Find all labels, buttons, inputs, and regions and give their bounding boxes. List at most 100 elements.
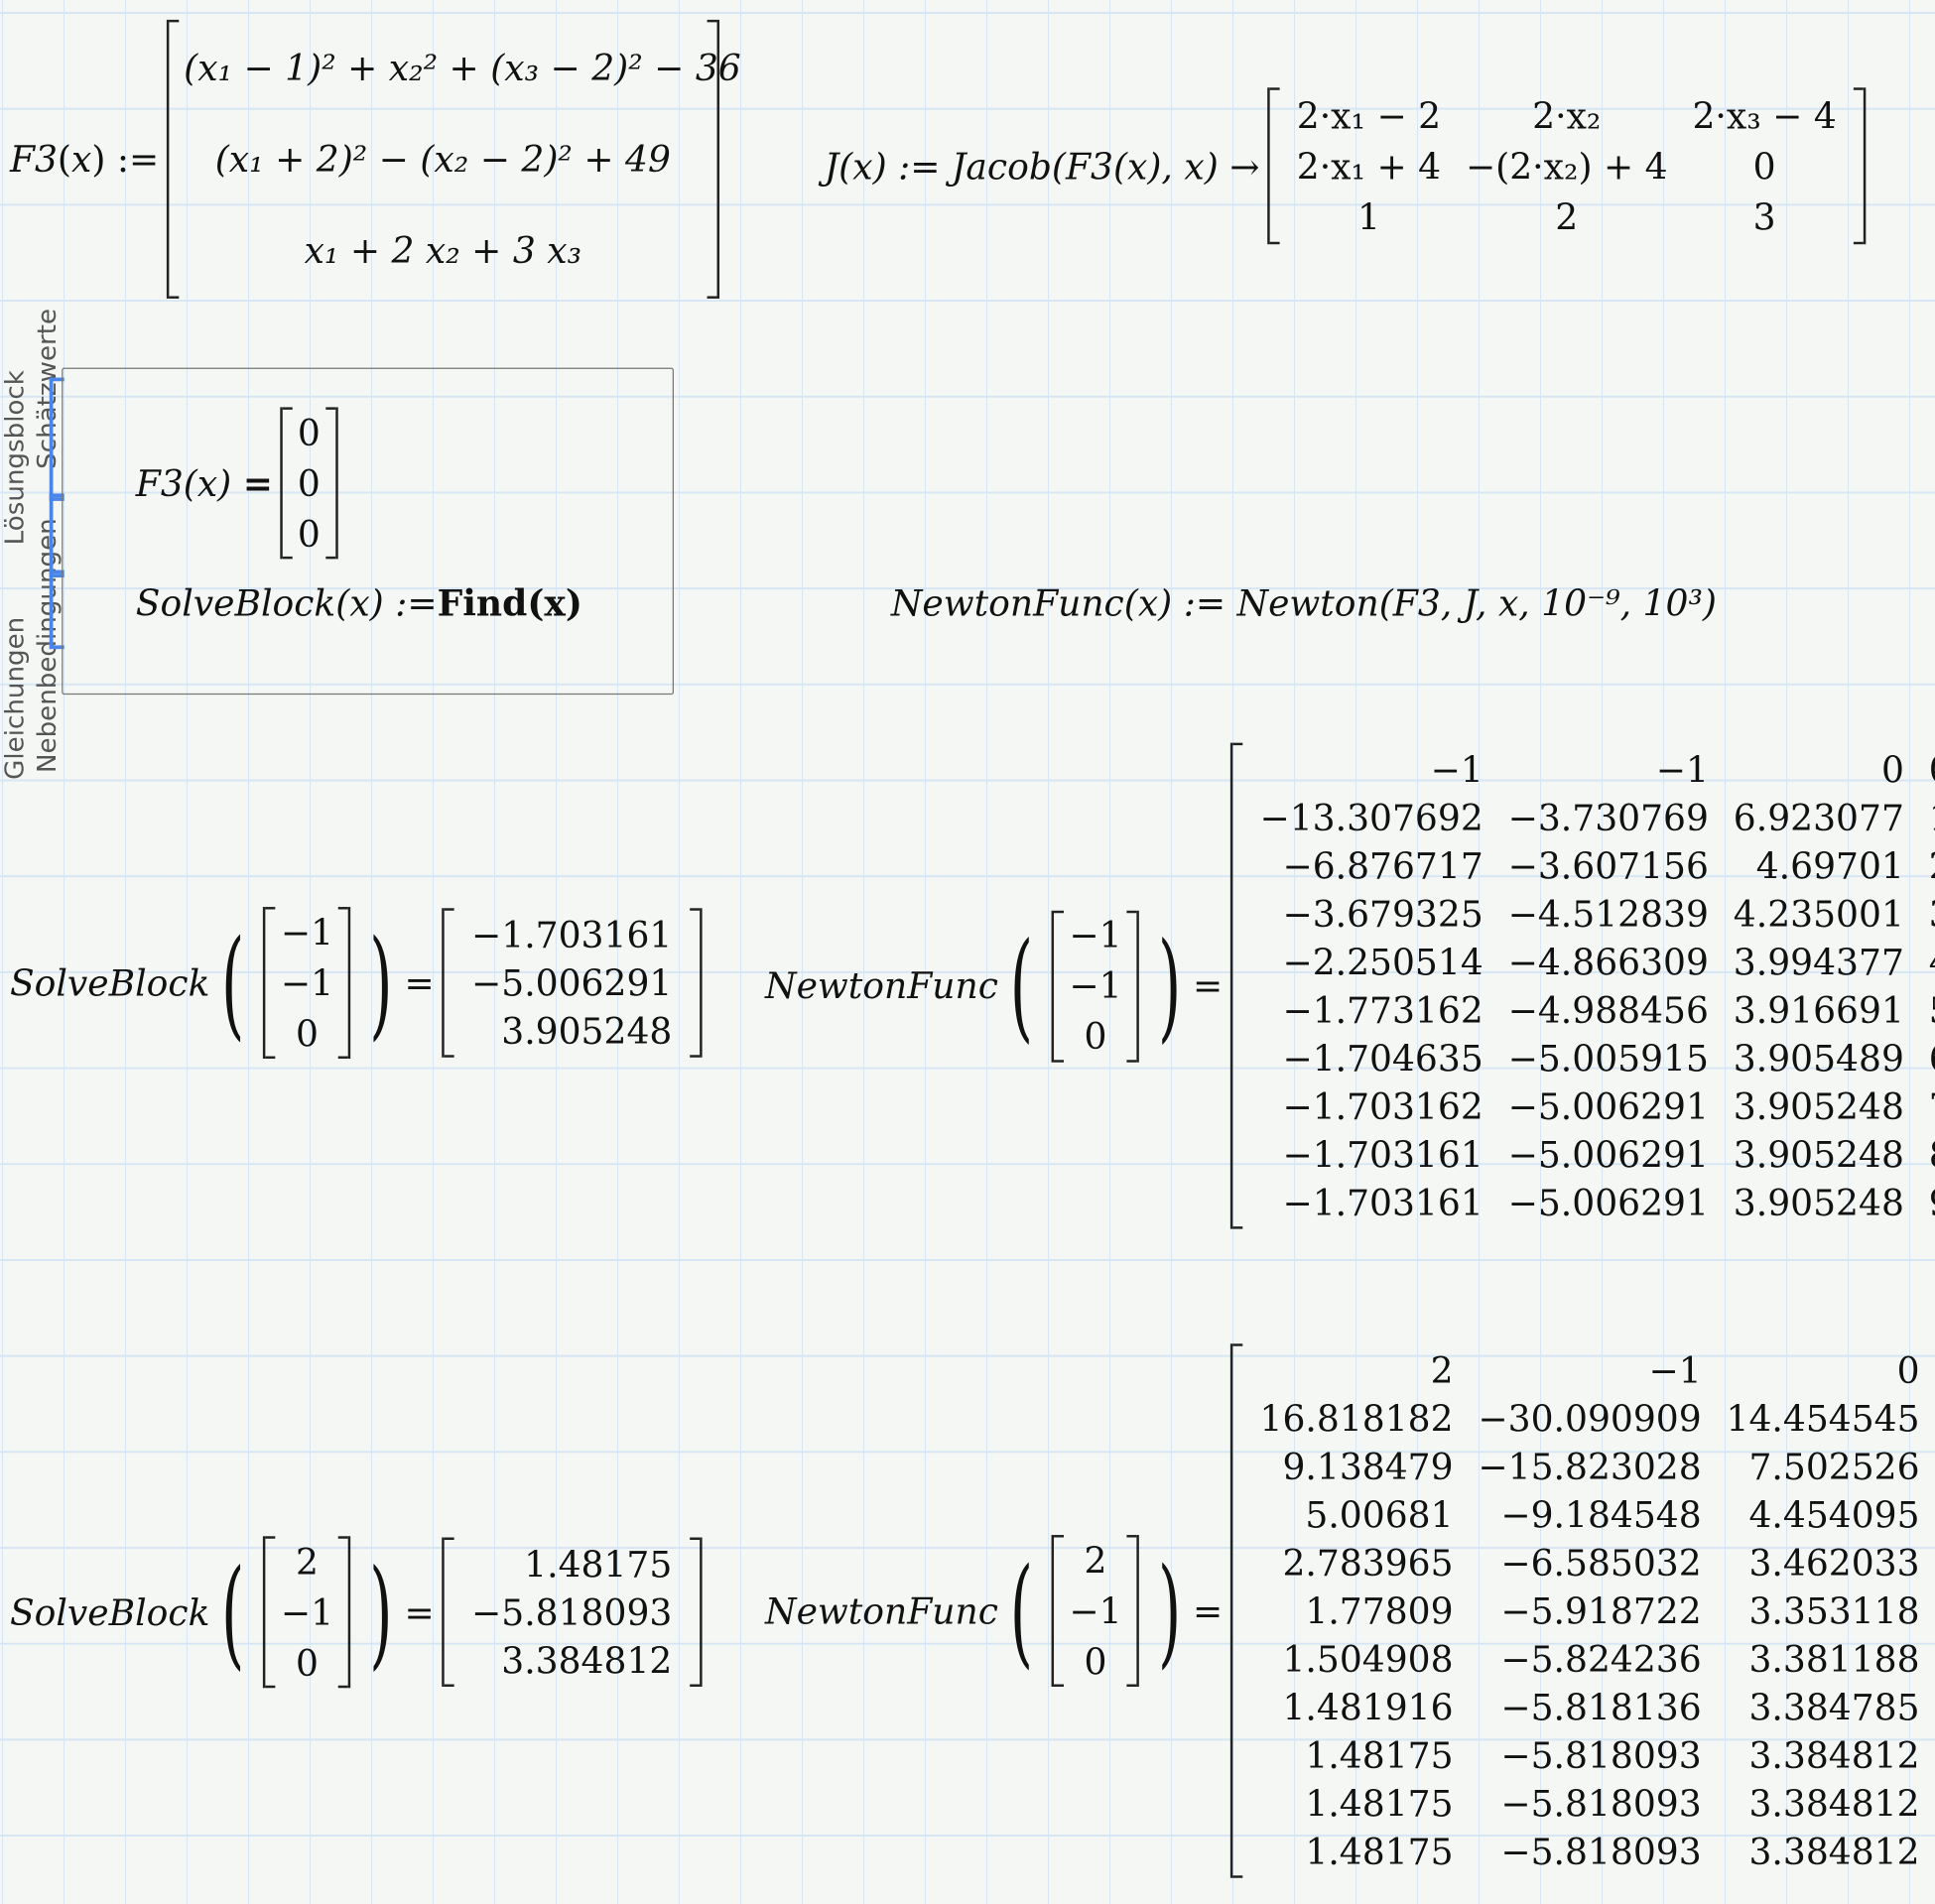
matrix-cell: 3.353118 [1748, 1589, 1920, 1632]
matrix-cell: −5.818093 [1500, 1782, 1702, 1825]
matrix-cell: −1 [1069, 914, 1122, 956]
matrix-cell: 2·x₁ + 4 [1296, 145, 1442, 188]
f3-row: (x₁ + 2)² − (x₂ − 2)² + 49 [214, 138, 671, 181]
matrix-row: −1−100 [1247, 745, 1935, 794]
matrix-cell: 2 [295, 1540, 319, 1583]
constraint-lhs: F3(x) [135, 461, 232, 505]
matrix-row: −1 [268, 907, 345, 957]
matrix-cell: −4.866309 [1507, 941, 1709, 983]
f3-name: F3 [9, 138, 58, 181]
matrix-cell: −5.818093 [1500, 1733, 1702, 1777]
matrix-cell: 2 [1555, 195, 1579, 238]
matrix-cell: −5.918722 [1500, 1589, 1702, 1632]
matrix-cell: −1.703161 [1282, 1181, 1484, 1224]
matrix-cell: 0 [295, 1641, 319, 1684]
matrix-cell: 2·x₃ − 4 [1692, 94, 1837, 137]
matrix-cell: 2 [1084, 1539, 1107, 1582]
matrix-cell: −4.988456 [1507, 988, 1709, 1032]
matrix-cell: −1 [1655, 748, 1709, 791]
matrix-cell: −1.703161 [471, 913, 673, 956]
region-bracket[interactable] [49, 377, 64, 501]
matrix-cell: −1.704635 [1282, 1037, 1484, 1079]
jacobian-lhs: J(x) := Jacob(F3(x), x) → [824, 145, 1260, 188]
matrix-cell: 1.48175 [1305, 1733, 1454, 1777]
matrix-cell: 8 [1916, 1130, 1935, 1179]
guess-matrix: −1−1 0 [263, 907, 351, 1060]
guess-matrix: −1 −1 0 [1051, 910, 1139, 1063]
matrix-row: 0 [1057, 1011, 1134, 1062]
matrix-cell: 9 [1916, 1179, 1935, 1227]
bool-equals: = [242, 461, 273, 505]
solve-block[interactable] [62, 367, 675, 696]
matrix-cell: −1 [280, 961, 334, 1004]
matrix-cell: −3.607156 [1507, 844, 1709, 887]
matrix-cell: −(2·x₂) + 4 [1465, 145, 1668, 188]
matrix-cell: 1.48175 [524, 1543, 673, 1586]
matrix-cell: 1.504908 [1282, 1637, 1454, 1681]
matrix-cell: 3.905248 [501, 1009, 673, 1053]
guess-matrix: 2 −1 0 [263, 1536, 351, 1689]
region-bracket[interactable] [49, 493, 64, 578]
f3-definition[interactable]: F3(x) := (x₁ − 1)² + x₂² + (x₃ − 2)² − 3… [9, 19, 741, 301]
matrix-cell: 2 [1916, 841, 1935, 890]
matrix-cell: −13.307692 [1259, 796, 1484, 839]
region-bracket[interactable] [49, 570, 64, 650]
matrix-cell: 0 [295, 1012, 319, 1055]
matrix-cell: −5.818093 [1500, 1830, 1702, 1873]
matrix-row: 0 [285, 457, 332, 508]
newton-definition[interactable]: NewtonFunc(x) := Newton(F3, J, x, 10⁻⁹, … [890, 581, 1717, 625]
solveblock-def-lhs: SolveBlock(x) := [135, 581, 438, 625]
matrix-cell: −2.250514 [1282, 941, 1484, 983]
matrix-cell: −1 [1069, 964, 1122, 1007]
matrix-cell: 3.905248 [1733, 1084, 1904, 1128]
matrix-row: 0 [285, 407, 332, 457]
assign-op: := [116, 138, 160, 181]
solveblock-label: SolveBlock [9, 961, 210, 1004]
matrix-cell: 14.454545 [1726, 1397, 1920, 1440]
matrix-cell: −1 [280, 1590, 334, 1633]
matrix-cell: −5.006291 [1507, 1084, 1709, 1128]
matrix-table: 2 −1 0 [268, 1536, 345, 1688]
solveblock-definition[interactable]: SolveBlock(x) := Find(x) [136, 582, 582, 624]
matrix-cell: −5.818093 [471, 1590, 673, 1633]
matrix-cell: 3.916691 [1733, 988, 1904, 1032]
matrix-cell: 7.502526 [1748, 1445, 1920, 1488]
matrix-cell: −5.006291 [1507, 1181, 1709, 1224]
matrix-cell: 3.384812 [1748, 1830, 1920, 1873]
matrix-cell: 0 [1752, 145, 1776, 188]
matrix-row: −1 [268, 957, 345, 1008]
newton-eval-1[interactable]: NewtonFunc( −1−10) = −1−100−13.307692−3.… [765, 738, 1935, 1234]
matrix-cell: −5.818136 [1500, 1686, 1702, 1728]
matrix-cell: 0 [1896, 1348, 1920, 1392]
matrix-row: −5.006291 [459, 958, 685, 1007]
matrix-cell: −6.876717 [1282, 844, 1484, 887]
matrix-cell: −6.585032 [1500, 1541, 1702, 1585]
matrix-cell: −5.006291 [1507, 1133, 1709, 1176]
newton-label: NewtonFunc [765, 1589, 998, 1632]
matrix-cell: 3 [1752, 195, 1776, 238]
newton-eval-2[interactable]: NewtonFunc( 2−10) = 2−10016.818182−30.09… [765, 1336, 1935, 1885]
matrix-cell: 0 [1084, 1015, 1107, 1058]
matrix-row: −1 [268, 1587, 345, 1637]
matrix-table: −1−1 0 [268, 907, 345, 1059]
